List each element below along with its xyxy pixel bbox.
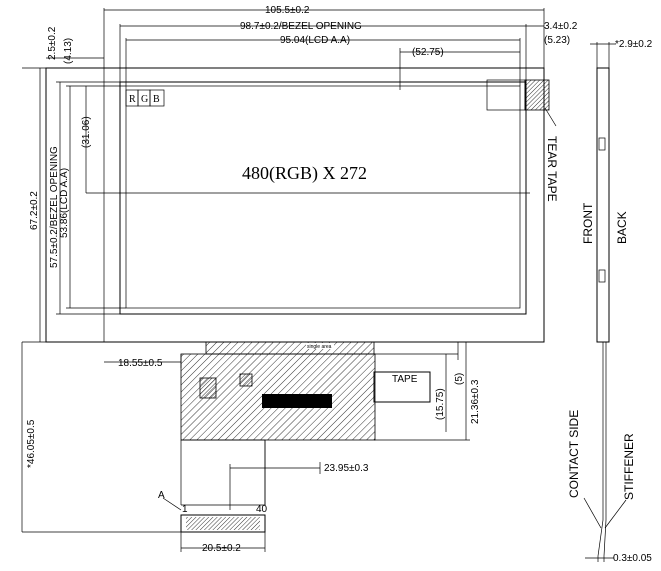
lcd-aa-width-dim: 95.04(LCD A.A) — [280, 35, 350, 46]
stiffener-thickness-dim: 0.3±0.05 — [613, 553, 652, 564]
fpc-flex-cable: single area — [180, 341, 376, 506]
detail-a-label: A — [158, 490, 165, 501]
rgb-label-r: R — [129, 94, 136, 105]
tear-tape — [486, 79, 557, 127]
top-gap-dim: 2.5±0.2 — [47, 26, 58, 60]
pin-1-label: 1 — [182, 504, 188, 515]
fpc-height-dim: 21.36±0.3 — [470, 379, 481, 424]
fpc-ref1-dim: (15.75) — [435, 388, 446, 420]
bezel-opening-width-dim: 98.7±0.2/BEZEL OPENING — [240, 21, 362, 32]
left-dimension-lines — [22, 57, 126, 343]
bezel-opening — [119, 81, 527, 315]
bezel-opening-height-dim: 57.5±0.2/BEZEL OPENING — [49, 146, 60, 268]
fpc-length-dim: *46.05±0.5 — [26, 419, 37, 468]
half-width-dim: (52.75) — [412, 47, 444, 58]
contact-side-label: CONTACT SIDE — [567, 410, 581, 498]
stiffener-label: STIFFENER — [622, 433, 636, 500]
front-label: FRONT — [581, 202, 595, 244]
pin-40-label: 40 — [256, 504, 268, 515]
tear-tape-label: TEAR TAPE — [545, 136, 559, 202]
overall-height-dim: 67.2±0.2 — [29, 191, 40, 230]
rgb-label-g: G — [141, 94, 148, 105]
right-gap-dim: 3.4±0.2 — [544, 21, 578, 32]
tape-box — [373, 371, 431, 403]
half-height-dim: (31.06) — [81, 116, 92, 148]
side-view — [583, 42, 627, 562]
fpc-ref2-dim: (5) — [454, 373, 465, 385]
svg-text:single area: single area — [307, 344, 332, 350]
connector-width-dim: 20.5±0.2 — [202, 543, 241, 554]
fpc-connector — [180, 514, 266, 533]
fpc-dimension-lines — [21, 341, 470, 552]
tail-offset-dim: 23.95±0.3 — [324, 463, 369, 474]
top-dimension-lines — [103, 8, 545, 342]
module-outline — [45, 67, 545, 343]
tape-label: TAPE — [392, 374, 418, 385]
lcd-aa-height-dim: 53.86(LCD A.A) — [59, 168, 70, 238]
resolution-label: 480(RGB) X 272 — [242, 163, 367, 184]
overall-width-dim: 105.5±0.2 — [265, 5, 310, 16]
lcd-active-area — [125, 85, 521, 309]
fpc-offset-dim: 18.55±0.5 — [118, 358, 163, 369]
back-label: BACK — [615, 211, 629, 244]
thickness-dim: *2.9±0.2 — [615, 39, 653, 50]
rgb-subpixel-boxes: R G B — [125, 89, 165, 107]
right-gap-ref-dim: (5.23) — [544, 35, 570, 46]
top-gap-ref-dim: (4.13) — [63, 38, 74, 64]
rgb-label-b: B — [153, 94, 160, 105]
